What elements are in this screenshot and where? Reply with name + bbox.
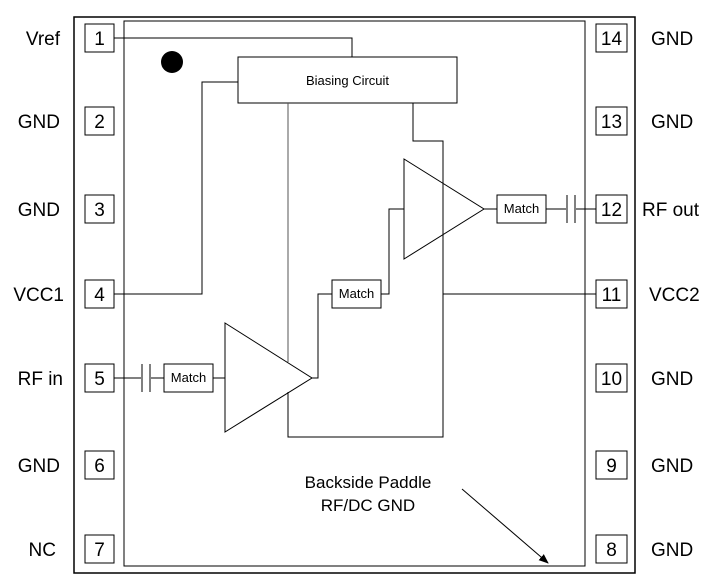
amplifier-stage-2 [403,158,485,260]
pin-3: 3 GND [18,194,115,224]
pin-8: 8 GND [595,534,693,564]
pin-6-label: GND [18,456,60,477]
pin-2-label: GND [18,112,60,133]
paddle-arrow [461,488,549,564]
wire-amp1-match [312,293,332,379]
pin-14: 14 GND [595,23,693,53]
biasing-circuit-label: Biasing Circuit [306,73,389,88]
pin-4: 4 VCC1 [13,279,115,309]
biasing-circuit-block [237,56,458,104]
pin-13: 13 GND [595,106,693,136]
match-interstage-label: Match [339,286,374,301]
pin-10: 10 GND [595,363,693,393]
pin-7-number: 7 [94,540,105,561]
pin-12: 12 RF out [595,194,700,224]
pin-8-label: GND [651,540,693,561]
pin-14-number: 14 [601,29,623,50]
match-input-label: Match [171,370,206,385]
pin-13-number: 13 [601,112,622,133]
package-outline [73,16,636,574]
pin-5: 5 RF in [18,363,115,393]
pin-1: 1 Vref [26,23,115,53]
pin-2-number: 2 [94,112,105,133]
pin-1-label: Vref [26,29,61,50]
match-output-label: Match [504,201,539,216]
paddle-label-line1: Backside Paddle [305,473,432,492]
pin-4-number: 4 [94,285,105,306]
pin-9-label: GND [651,456,693,477]
pin-4-label: VCC1 [13,285,64,306]
pin-7: 7 NC [29,534,115,564]
pin-7-label: NC [29,540,56,561]
pin-14-label: GND [651,29,693,50]
pin-2: 2 GND [18,106,115,136]
paddle-label-line2: RF/DC GND [321,496,415,515]
pin-3-label: GND [18,200,60,221]
wire-match-amp2 [381,208,404,295]
amplifier-stage-1 [224,322,313,433]
pin-12-number: 12 [601,200,622,221]
pin-6-number: 6 [94,456,105,477]
pin-1-number: 1 [94,29,105,50]
pin-10-number: 10 [601,369,622,390]
pin-6: 6 GND [18,450,115,480]
wire-vcc1 [114,81,238,295]
pin-11: 11 VCC2 [595,279,700,309]
pin-3-number: 3 [94,200,105,221]
pin-9-number: 9 [606,456,617,477]
wire-vref [114,37,353,57]
pin-12-label: RF out [642,200,700,221]
wire-bias-amp2 [287,103,444,438]
pin-5-number: 5 [94,369,105,390]
pin-11-label: VCC2 [649,285,700,306]
pin-5-label: RF in [18,369,63,390]
pin-8-number: 8 [606,540,617,561]
pin-11-number: 11 [602,285,622,306]
pin1-marker [161,51,183,73]
pin-13-label: GND [651,112,693,133]
pin-10-label: GND [651,369,693,390]
pin-9: 9 GND [595,450,693,480]
